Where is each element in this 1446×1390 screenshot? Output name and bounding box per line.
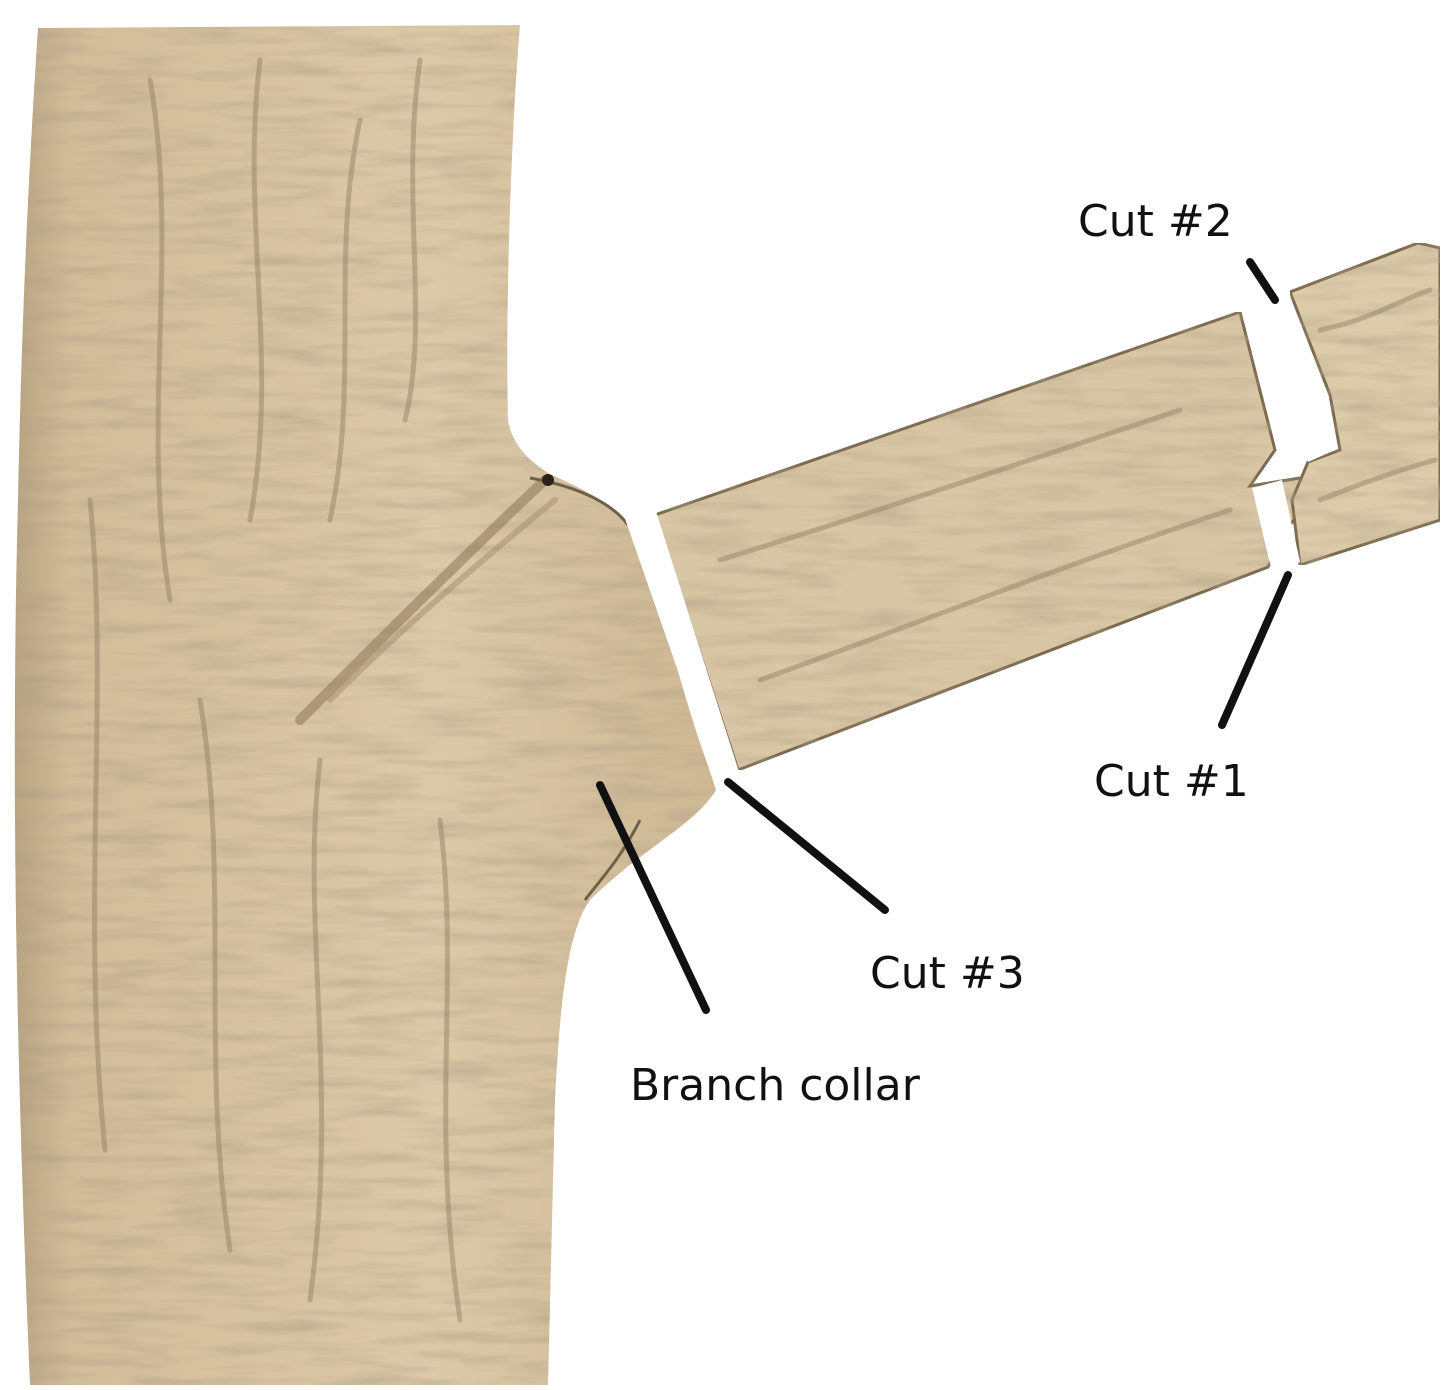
tree-trunk — [15, 25, 716, 1385]
cut1-leader — [1222, 575, 1288, 725]
cut2-leader — [1250, 262, 1275, 300]
branch-collar-label: Branch collar — [630, 1060, 921, 1111]
cut1-label: Cut #1 — [1094, 756, 1249, 807]
branch-middle-section — [655, 312, 1340, 770]
cut2-label: Cut #2 — [1078, 196, 1233, 247]
cut3-label: Cut #3 — [870, 948, 1025, 999]
cut3-leader — [728, 782, 885, 910]
